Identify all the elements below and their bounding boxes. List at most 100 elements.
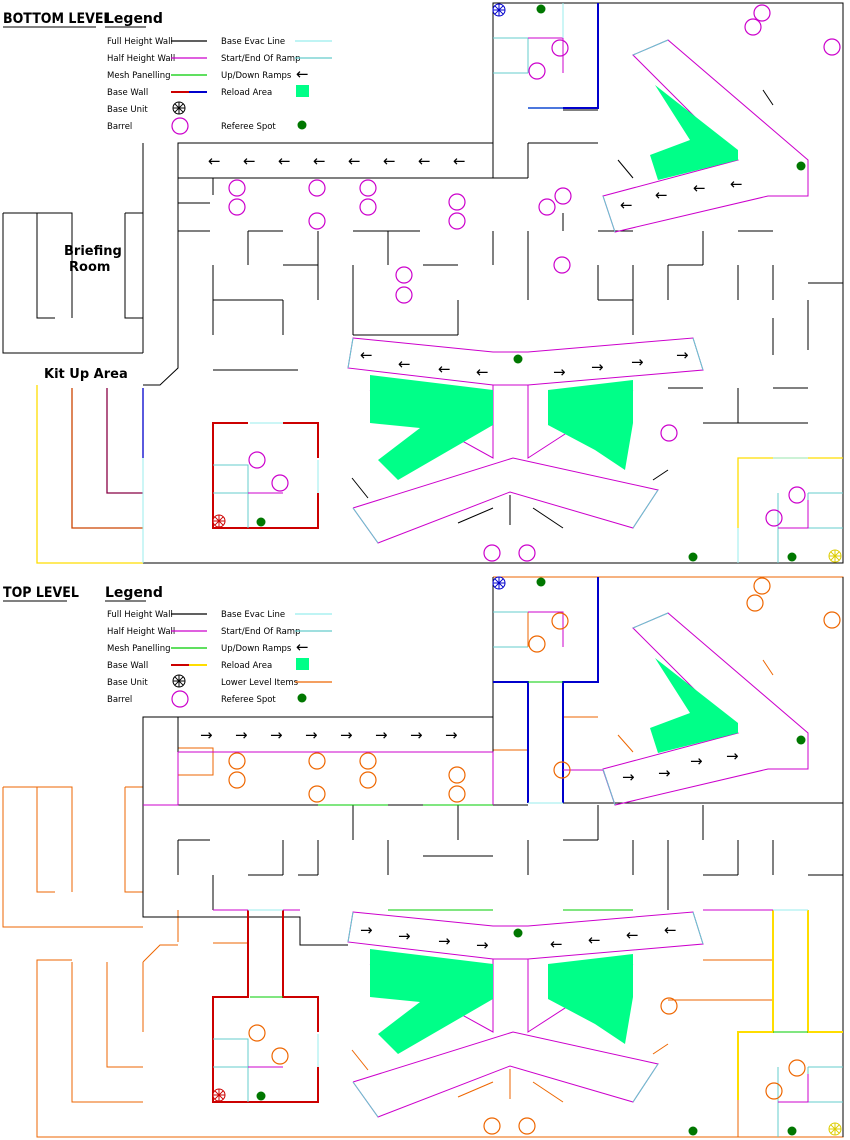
legend-label: Full Height Wall	[107, 610, 173, 620]
reload-swatch	[296, 658, 309, 670]
bottom-legend-title: Legend	[105, 11, 163, 27]
reload-area	[548, 380, 633, 470]
arrow-right-icon: →	[410, 726, 423, 744]
arrow-left-icon: ←	[296, 638, 309, 656]
arrow-left-icon: ←	[730, 175, 743, 193]
barrel-icon	[660, 997, 678, 1015]
legend-label: Reload Area	[221, 88, 272, 98]
legend-label: Up/Down Ramps	[221, 644, 292, 654]
barrel-icon	[518, 544, 536, 562]
top-level-title: TOP LEVEL	[3, 585, 79, 601]
barrel-icon	[483, 544, 501, 562]
referee-dot	[536, 4, 546, 14]
arrow-left-icon: ←	[438, 360, 451, 378]
legend-label: Base Evac Line	[221, 37, 285, 47]
top-referee-spots	[256, 577, 806, 1136]
legend-label: Referee Spot	[221, 695, 276, 705]
barrel-icon	[228, 179, 246, 197]
arrow-right-icon: →	[398, 927, 411, 945]
legend-label: Up/Down Ramps	[221, 71, 292, 81]
referee-dot	[796, 735, 806, 745]
arrow-left-icon: ←	[476, 363, 489, 381]
arrow-left-icon: ←	[693, 179, 706, 197]
legend-label: Half Height Wall	[107, 54, 175, 64]
barrel-icon	[271, 474, 289, 492]
lower-level-items	[2, 576, 844, 1138]
arrow-right-icon: →	[658, 764, 671, 782]
referee-dot	[536, 577, 546, 587]
referee-dot	[297, 693, 307, 703]
arrow-left-icon: ←	[655, 186, 668, 204]
top-bases	[212, 577, 843, 1137]
arrow-right-icon: →	[476, 936, 489, 954]
referee-dot	[297, 120, 307, 130]
barrel-icon	[744, 18, 762, 36]
barrel-icon	[395, 286, 413, 304]
barrel-icon	[171, 117, 189, 135]
reload-area	[650, 85, 738, 180]
barrel-icon	[308, 752, 326, 770]
arrow-left-icon: ←	[296, 65, 309, 83]
barrel-icon	[788, 486, 806, 504]
arrow-right-icon: →	[690, 752, 703, 770]
barrel-icon	[660, 424, 678, 442]
top-barrels	[228, 577, 841, 1135]
bottom-level-title: BOTTOM LEVEL	[3, 11, 111, 27]
arrow-left-icon: ←	[418, 152, 431, 170]
arrow-right-icon: →	[553, 363, 566, 381]
bottom-level-map: BOTTOM LEVEL Legend Full Height Wall Hal…	[2, 2, 844, 564]
arrow-left-icon: ←	[208, 152, 221, 170]
legend-label: Full Height Wall	[107, 37, 173, 47]
legend-label: Base Wall	[107, 661, 148, 671]
referee-dot	[256, 1091, 266, 1101]
bottom-top-base	[493, 3, 599, 109]
barrel-icon	[359, 771, 377, 789]
legend-label: Reload Area	[221, 661, 272, 671]
legend-label: Base Unit	[107, 678, 148, 688]
arrow-left-icon: ←	[626, 926, 639, 944]
arrow-right-icon: →	[340, 726, 353, 744]
barrel-icon	[395, 266, 413, 284]
barrel-icon	[788, 1059, 806, 1077]
arrow-right-icon: →	[676, 346, 689, 364]
barrel-icon	[228, 771, 246, 789]
barrel-icon	[551, 39, 569, 57]
barrel-icon	[248, 1024, 266, 1042]
barrel-icon	[448, 212, 466, 230]
barrel-icon	[171, 690, 189, 708]
bottom-ramp-arrows: ← ← ← ← ← ← ← ← ← ← ← ← ← ← ← ← → → → →	[208, 152, 743, 381]
barrel-icon	[359, 198, 377, 216]
reload-area	[370, 949, 493, 1054]
top-ramp-arrows: → → → → → → → → → → → → → → → → ← ← ← ←	[200, 726, 739, 954]
barrel-icon	[553, 256, 571, 274]
base-unit-icon	[492, 576, 506, 590]
referee-dot	[256, 517, 266, 527]
reload-area	[650, 658, 738, 753]
base-unit-icon	[212, 1088, 226, 1102]
top-legend-title: Legend	[105, 585, 163, 601]
barrel-icon	[228, 752, 246, 770]
barrel-icon	[823, 611, 841, 629]
barrel-icon	[359, 179, 377, 197]
legend-label: Barrel	[107, 122, 132, 132]
arrow-left-icon: ←	[348, 152, 361, 170]
arrow-right-icon: →	[270, 726, 283, 744]
arrow-right-icon: →	[375, 726, 388, 744]
arrow-right-icon: →	[726, 747, 739, 765]
arrow-right-icon: →	[631, 353, 644, 371]
legend-label: Lower Level Items	[221, 678, 299, 688]
base-unit-icon	[828, 1122, 842, 1136]
legend-label: Start/End Of Ramp	[221, 54, 300, 64]
arrow-left-icon: ←	[383, 152, 396, 170]
arrow-left-icon: ←	[550, 935, 563, 953]
arrow-right-icon: →	[200, 726, 213, 744]
bottom-left-base	[142, 422, 319, 563]
legend-label: Mesh Panelling	[107, 71, 171, 81]
arrow-left-icon: ←	[313, 152, 326, 170]
barrel-icon	[553, 761, 571, 779]
arrow-left-icon: ←	[278, 152, 291, 170]
arrow-left-icon: ←	[360, 346, 373, 364]
kit-up-area-label: Kit Up Area	[44, 367, 128, 382]
